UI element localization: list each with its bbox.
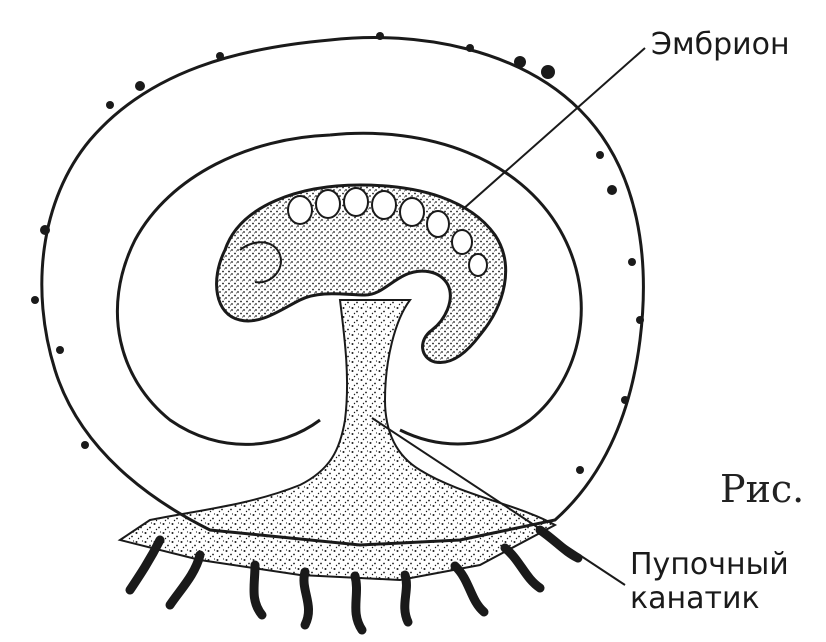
umbilical-cord-label: Пупочный канатик (630, 548, 789, 616)
umbilical-cord-label-line1: Пупочный (630, 548, 789, 582)
embryo-label: Эмбрион (651, 28, 790, 62)
umbilical-cord-label-line2: канатик (630, 582, 789, 616)
figure-caption: Рис. (720, 468, 804, 510)
